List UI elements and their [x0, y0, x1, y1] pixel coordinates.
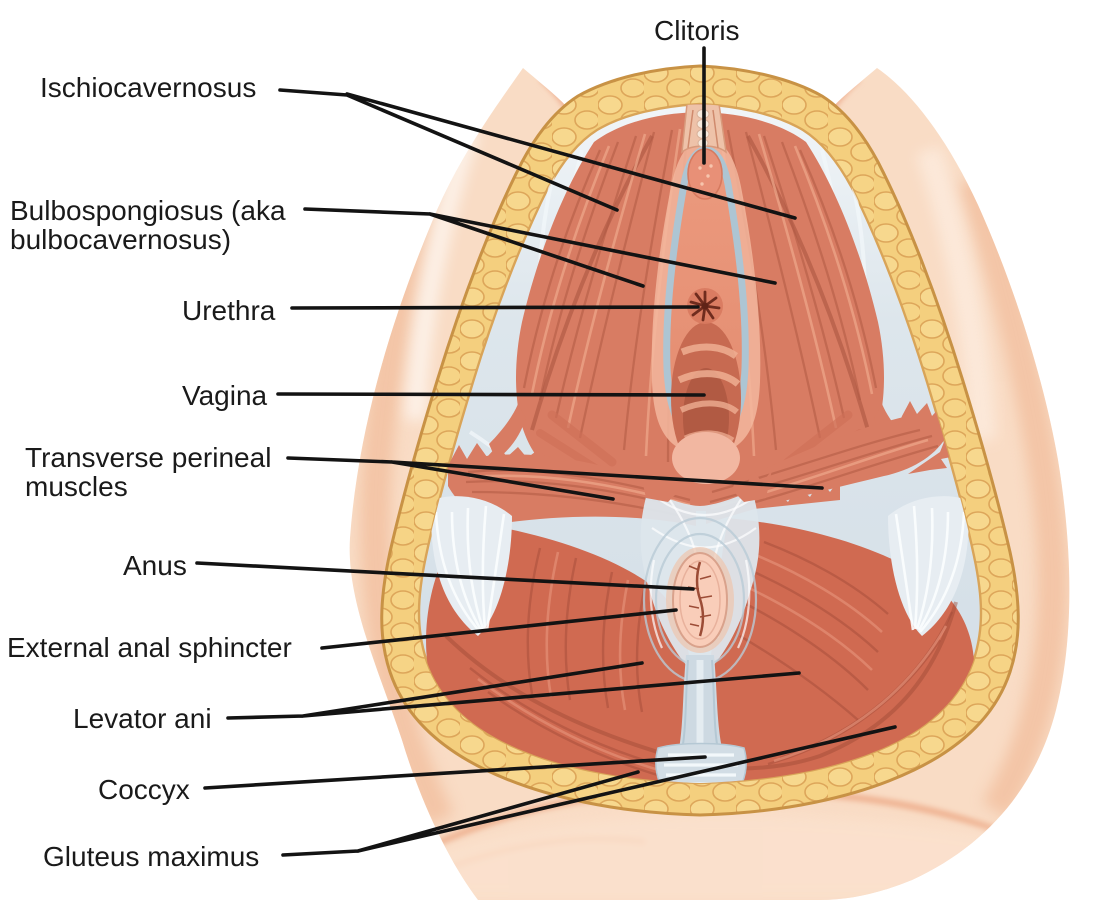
label-anus: Anus [123, 550, 187, 581]
leader-coccyx [203, 755, 707, 790]
label-urethra: Urethra [182, 295, 276, 326]
label-bulbospongiosus: Bulbospongiosus (aka bulbocavernosus) [10, 195, 286, 256]
label-levator-ani: Levator ani [73, 703, 212, 734]
transverse-perineal-left [448, 443, 696, 526]
leader-gluteus-maximus [281, 725, 897, 857]
leader-transverse-perineal [286, 456, 824, 501]
anus-opening [666, 547, 734, 653]
label-gluteus-maximus: Gluteus maximus [43, 841, 260, 872]
leader-bulbospongiosus [303, 207, 777, 288]
leader-urethra [290, 305, 700, 310]
gluteus-maximus-left [469, 667, 669, 780]
label-ischiocavernosus: Ischiocavernosus [40, 72, 257, 103]
leader-anus [195, 561, 695, 591]
vestibule [640, 138, 772, 502]
label-external-anal-sphincter: External anal sphincter [7, 632, 292, 663]
leader-ischiocavernosus [278, 88, 797, 220]
ischial-fascia-fan-right [888, 496, 969, 636]
label-coccyx: Coccyx [98, 774, 190, 805]
leader-vagina [276, 392, 706, 397]
label-clitoris: Clitoris [654, 15, 740, 46]
label-transverse-perineal: Transverse perineal muscles [25, 442, 272, 503]
coccyx-region [655, 742, 747, 783]
leader-lines [195, 46, 897, 857]
urethral-opening [687, 288, 723, 324]
leader-external-anal-sphincter [320, 608, 678, 650]
label-vagina: Vagina [182, 380, 268, 411]
leader-levator-ani [226, 661, 801, 720]
fourchette [640, 432, 772, 502]
